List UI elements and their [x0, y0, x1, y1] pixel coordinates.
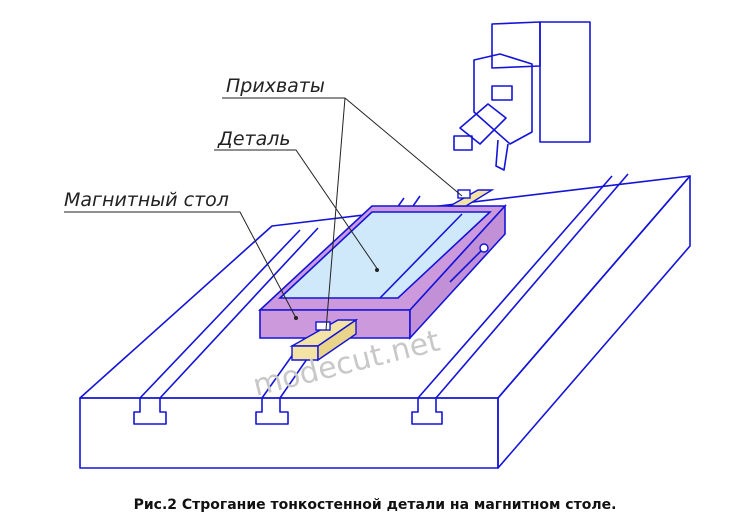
figure-caption: Рис.2 Строгание тонкостенной детали на м…	[133, 497, 617, 513]
label-part: Деталь	[217, 128, 291, 150]
label-magnetic-table: Магнитный стол	[64, 189, 229, 211]
label-clamps: Прихваты	[226, 75, 325, 97]
clamp-front	[289, 318, 359, 362]
clamp-rear	[447, 189, 495, 207]
leader-lines	[64, 97, 463, 331]
workpiece	[277, 211, 493, 299]
planer-head	[453, 21, 591, 171]
